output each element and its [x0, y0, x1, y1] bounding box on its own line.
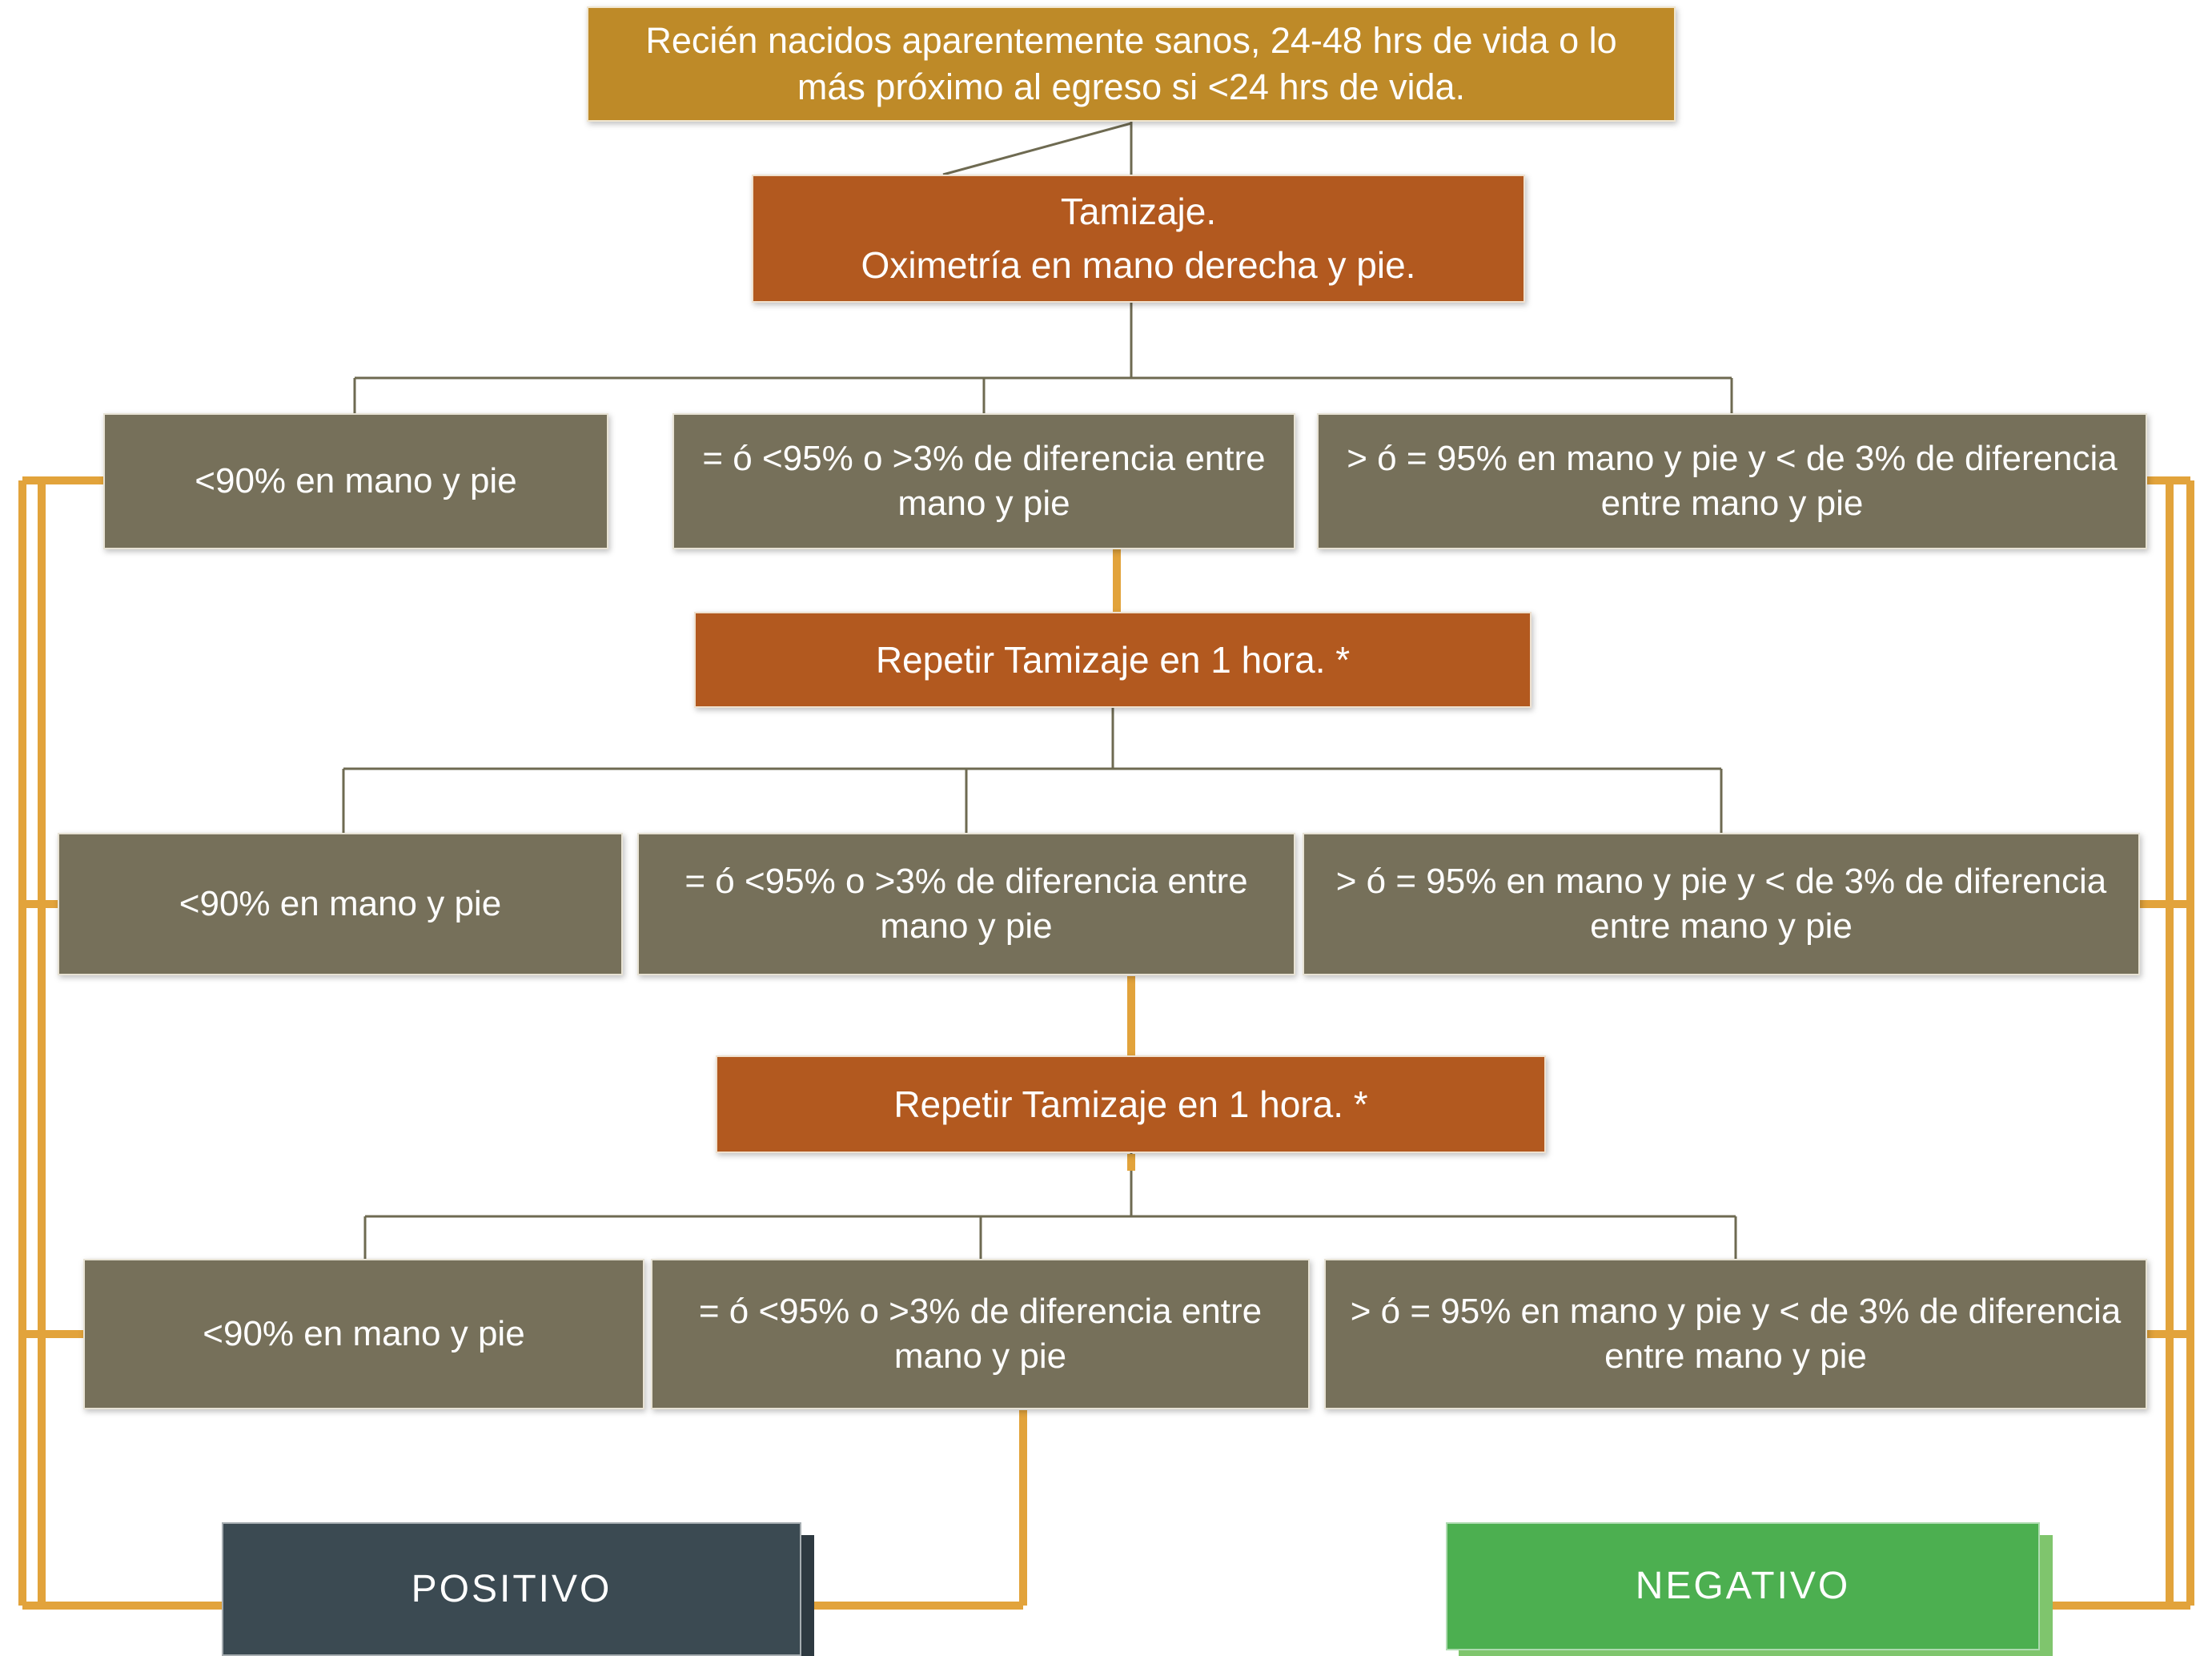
outcome-low-label: <90% en mano y pie [179, 883, 502, 923]
outcome-high-node-3: > ó = 95% en mano y pie y < de 3% de dif… [1324, 1259, 2147, 1409]
route-connector-lines [18, 476, 2194, 1610]
positive-result-label: POSITIVO [411, 1567, 612, 1610]
outcome-mid-label: = ó <95% o >3% de diferencia entre mano … [684, 861, 1248, 946]
outcome-mid-node-2: = ó <95% o >3% de diferencia entre mano … [637, 833, 1295, 975]
outcome-low-node-2: <90% en mano y pie [58, 833, 623, 975]
tree-connector-lines [342, 122, 1737, 1260]
outcome-high-node-2: > ó = 95% en mano y pie y < de 3% de dif… [1303, 833, 2140, 975]
outcome-mid-node-1: = ó <95% o >3% de diferencia entre mano … [672, 413, 1295, 549]
outcome-low-label: <90% en mano y pie [203, 1313, 525, 1353]
screening-node-title: Tamizaje. [1060, 191, 1217, 233]
negative-result-node: NEGATIVO [1446, 1522, 2040, 1650]
negative-result-label: NEGATIVO [1635, 1565, 1851, 1608]
repeat-screening-node-2: Repetir Tamizaje en 1 hora. * [716, 1055, 1546, 1153]
connector-line [942, 122, 1132, 176]
outcome-mid-label: = ó <95% o >3% de diferencia entre mano … [702, 438, 1266, 523]
repeat-screening-node-1: Repetir Tamizaje en 1 hora. * [694, 612, 1532, 708]
repeat-screening-label-2: Repetir Tamizaje en 1 hora. * [893, 1083, 1368, 1125]
start-node: Recién nacidos aparentemente sanos, 24-4… [587, 6, 1676, 122]
outcome-mid-node-3: = ó <95% o >3% de diferencia entre mano … [651, 1259, 1310, 1409]
positive-result-node: POSITIVO [222, 1522, 801, 1656]
outcome-high-label: > ó = 95% en mano y pie y < de 3% de dif… [1347, 438, 2118, 523]
repeat-screening-label-1: Repetir Tamizaje en 1 hora. * [875, 638, 1351, 681]
outcome-low-node-1: <90% en mano y pie [103, 413, 608, 549]
outcome-high-label: > ó = 95% en mano y pie y < de 3% de dif… [1350, 1291, 2122, 1376]
outcome-high-label: > ó = 95% en mano y pie y < de 3% de dif… [1335, 861, 2107, 946]
outcome-low-label: <90% en mano y pie [195, 460, 517, 500]
outcome-low-node-3: <90% en mano y pie [83, 1259, 644, 1409]
outcome-high-node-1: > ó = 95% en mano y pie y < de 3% de dif… [1317, 413, 2147, 549]
screening-node: Tamizaje. Oximetría en mano derecha y pi… [752, 175, 1525, 303]
start-node-label: Recién nacidos aparentemente sanos, 24-4… [645, 20, 1617, 107]
screening-node-method: Oximetría en mano derecha y pie. [861, 244, 1416, 286]
outcome-mid-label: = ó <95% o >3% de diferencia entre mano … [698, 1291, 1263, 1376]
